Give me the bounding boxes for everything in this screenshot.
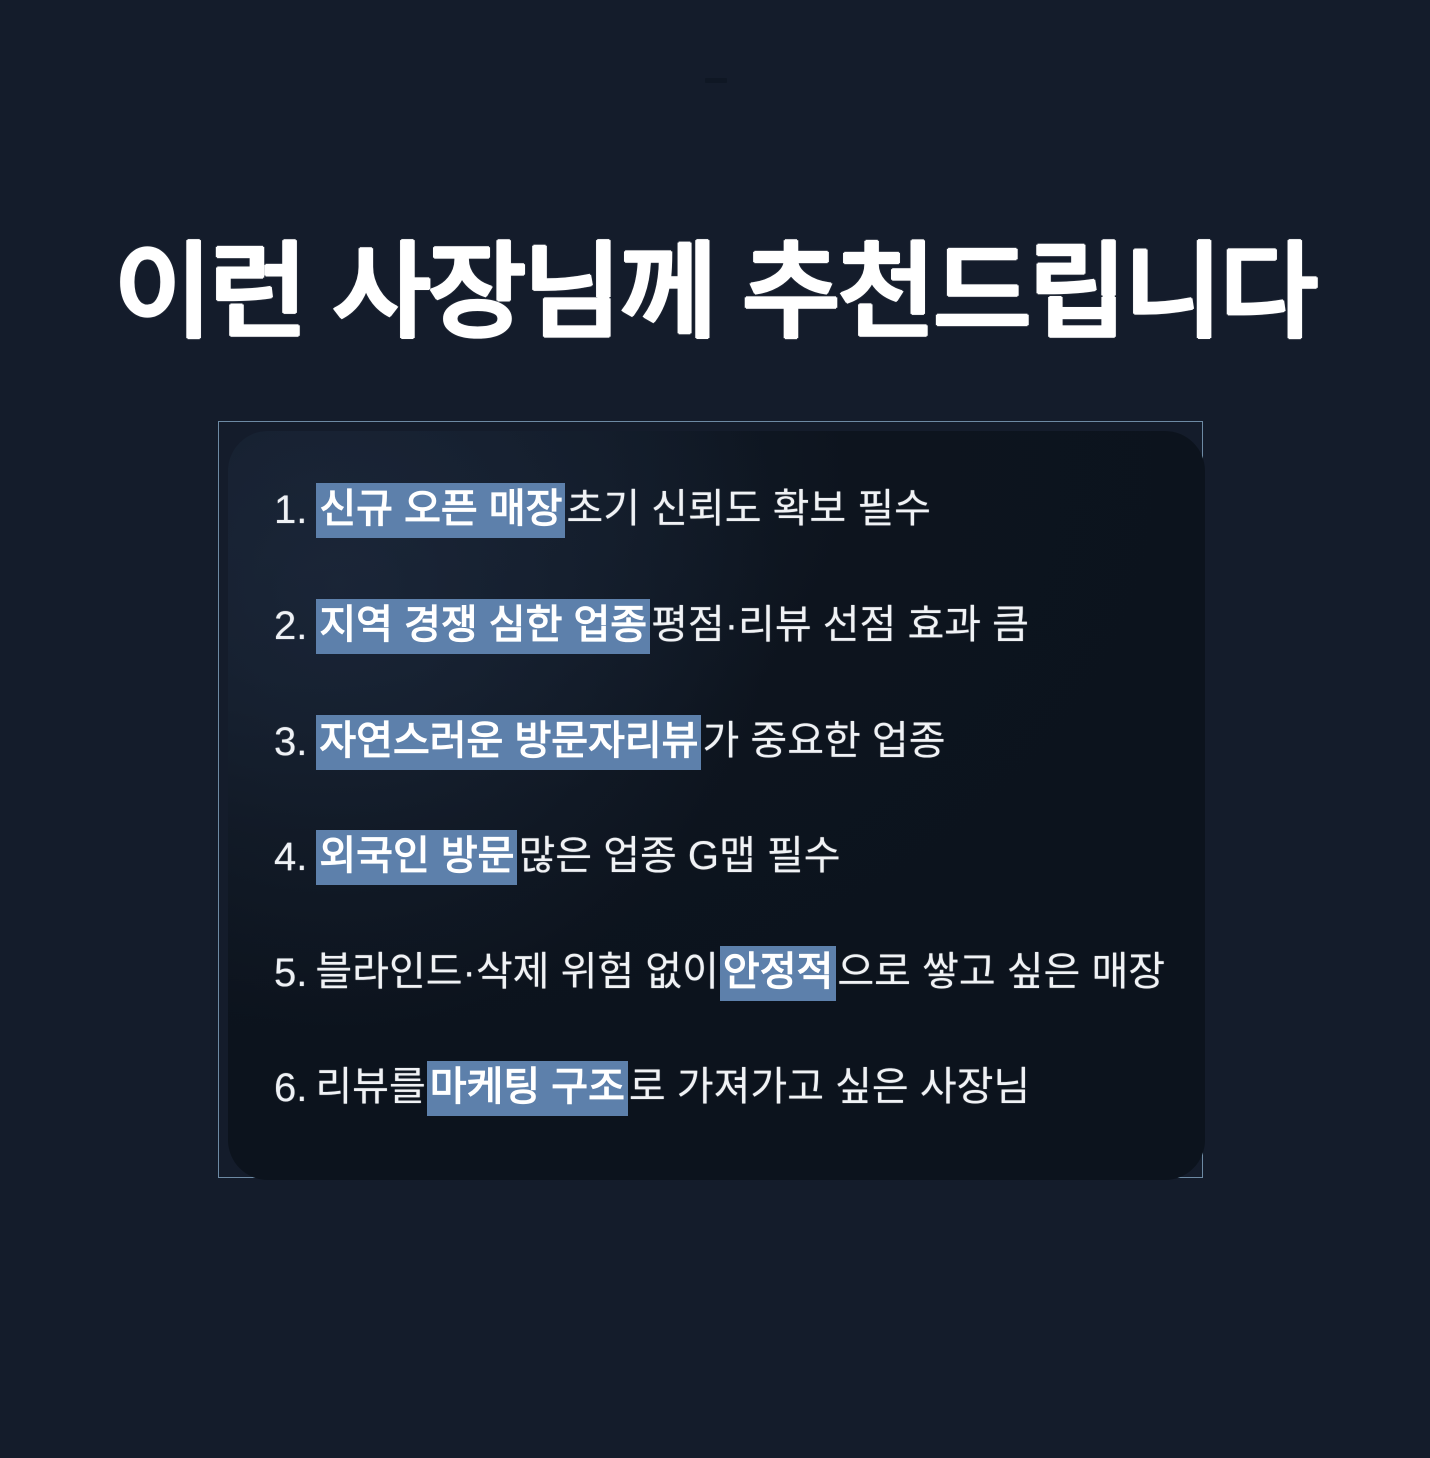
list-item-number: 6.: [274, 1065, 308, 1110]
list-item: 5. 블라인드·삭제 위험 없이 안정적 으로 쌓고 싶은 매장: [274, 945, 1179, 1001]
list-item-highlight: 지역 경쟁 심한 업종: [316, 598, 651, 654]
list-item: 6. 리뷰를 마케팅 구조 로 가져가고 싶은 사장님: [274, 1060, 1179, 1116]
list-item-text: 많은 업종 G맵 필수: [518, 833, 841, 878]
list-item-text: 으로 쌓고 싶은 매장: [837, 949, 1166, 994]
list-item-number: 3.: [274, 719, 308, 764]
list-item-number: 1.: [274, 487, 308, 532]
list-item-text: 초기 신뢰도 확보 필수: [566, 486, 931, 531]
list-item: 2. 지역 경쟁 심한 업종 평점·리뷰 선점 효과 큼: [274, 598, 1179, 654]
list-item-text: 평점·리뷰 선점 효과 큼: [651, 602, 1029, 647]
page-title: 이런 사장님께 추천드립니다: [114, 235, 1318, 351]
list-item-text: 가 중요한 업종: [702, 718, 946, 763]
list-item-number: 5.: [274, 950, 308, 995]
list-item-highlight: 신규 오픈 매장: [316, 482, 566, 538]
list-item-highlight: 마케팅 구조: [426, 1060, 628, 1116]
list-item-text: 블라인드·삭제 위험 없이: [315, 949, 719, 994]
top-dash-mark: [705, 78, 727, 83]
list-item-number: 4.: [274, 834, 308, 879]
list-item-text: 리뷰를: [315, 1064, 426, 1109]
recommendation-list: 1. 신규 오픈 매장 초기 신뢰도 확보 필수 2. 지역 경쟁 심한 업종 …: [228, 431, 1205, 1180]
list-item-text: 로 가져가고 싶은 사장님: [628, 1064, 1031, 1109]
page-title-container: 이런 사장님께 추천드립니다: [0, 235, 1430, 351]
list-item-highlight: 외국인 방문: [316, 829, 518, 885]
card-panel: [228, 431, 1205, 1180]
list-item-highlight: 자연스러운 방문자리뷰: [316, 714, 702, 770]
list-item-number: 2.: [274, 603, 308, 648]
list-item-highlight: 안정적: [719, 945, 837, 1001]
list-item: 1. 신규 오픈 매장 초기 신뢰도 확보 필수: [274, 482, 1179, 538]
list-item: 3. 자연스러운 방문자리뷰 가 중요한 업종: [274, 714, 1179, 770]
list-item: 4. 외국인 방문 많은 업종 G맵 필수: [274, 829, 1179, 885]
